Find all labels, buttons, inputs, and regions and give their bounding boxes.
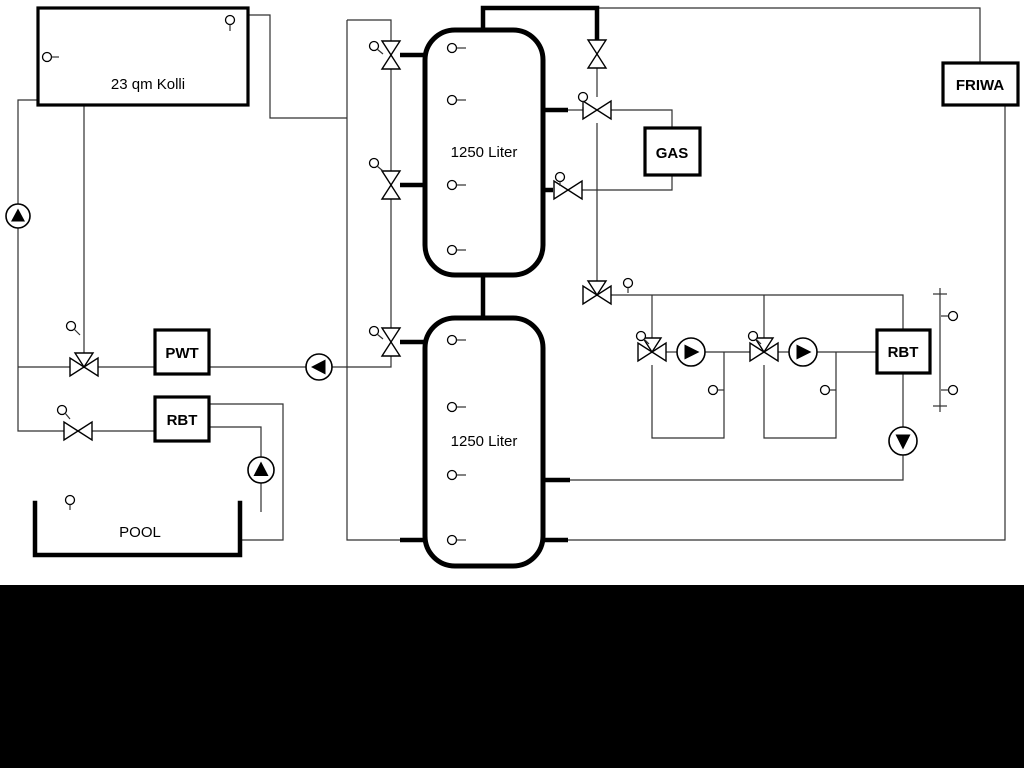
temp-sensor bbox=[707, 384, 724, 396]
buffer-tank-bottom-label: 1250 Liter bbox=[451, 433, 518, 450]
pool-basin: POOL bbox=[32, 500, 243, 558]
three-way-valve-icon bbox=[582, 280, 612, 306]
temp-sensor bbox=[577, 91, 589, 107]
pool-pump-icon bbox=[247, 456, 275, 484]
pwt-box: PWT bbox=[153, 328, 211, 376]
temp-sensor bbox=[819, 384, 836, 396]
dhw-pump-icon bbox=[888, 426, 918, 456]
gas-boiler-box: GAS bbox=[643, 126, 702, 177]
pool-valve-icon bbox=[63, 420, 93, 442]
temp-sensor bbox=[368, 157, 384, 172]
rbt-pool-label: RBT bbox=[167, 412, 198, 429]
temp-sensor bbox=[446, 534, 466, 546]
temp-sensor bbox=[446, 179, 466, 191]
temp-sensor bbox=[56, 404, 71, 420]
temp-sensor bbox=[622, 277, 634, 293]
temp-sensor bbox=[64, 494, 76, 510]
gas-boiler-label: GAS bbox=[656, 145, 689, 162]
boiler-return-valve-icon bbox=[553, 179, 583, 201]
rbt-pool-box: RBT bbox=[153, 395, 211, 443]
pwt-label: PWT bbox=[165, 345, 198, 362]
temp-sensor bbox=[635, 330, 650, 345]
temp-sensor bbox=[368, 325, 384, 340]
heating-pump-1-icon bbox=[676, 337, 706, 367]
charging-valve-top-icon bbox=[380, 40, 402, 70]
letterbox bbox=[0, 585, 1024, 768]
temp-sensor bbox=[224, 14, 236, 31]
buffer-tank-bottom: 1250 Liter bbox=[422, 315, 546, 569]
collector-label: 23 qm Kolli bbox=[111, 76, 185, 93]
temp-sensor bbox=[554, 171, 566, 186]
schematic-svg: 1250 Liter 1250 Liter 23 qm Kolli PWT RB… bbox=[5, 5, 1020, 569]
charging-valve-bottom-icon bbox=[380, 327, 402, 357]
mixer-valve-1-icon bbox=[637, 337, 667, 363]
pipe-network bbox=[17, 7, 1006, 541]
temp-sensor bbox=[446, 401, 466, 413]
friwa-box: FRIWA bbox=[941, 61, 1020, 107]
heating-pump-2-icon bbox=[788, 337, 818, 367]
buffer-tank-top: 1250 Liter bbox=[422, 27, 546, 278]
solar-mixing-valve-icon bbox=[69, 352, 99, 378]
temp-sensor bbox=[446, 94, 466, 106]
shutoff-valve-icon bbox=[586, 39, 608, 69]
boiler-flow-valve-icon bbox=[582, 99, 612, 121]
pool-label: POOL bbox=[119, 524, 161, 541]
temp-sensor bbox=[446, 244, 466, 256]
temp-sensor bbox=[747, 330, 762, 345]
temp-sensor bbox=[41, 51, 59, 63]
rbt-dhw-label: RBT bbox=[888, 344, 919, 361]
buffer-tank-top-label: 1250 Liter bbox=[451, 144, 518, 161]
temp-sensor bbox=[368, 40, 384, 55]
charging-valve-mid-icon bbox=[380, 170, 402, 200]
temp-sensor bbox=[941, 310, 959, 322]
collector-box: 23 qm Kolli bbox=[36, 6, 250, 107]
temp-sensor bbox=[941, 384, 959, 396]
solar-pump-icon bbox=[5, 203, 31, 229]
temp-sensor bbox=[65, 320, 81, 336]
mixer-valve-2-icon bbox=[749, 337, 779, 363]
temp-sensor bbox=[446, 42, 466, 54]
temp-sensor bbox=[446, 469, 466, 481]
pwt-pump-icon bbox=[305, 353, 333, 381]
main-pipes bbox=[400, 5, 600, 543]
temp-sensor bbox=[446, 334, 466, 346]
rbt-dhw-box: RBT bbox=[875, 328, 932, 375]
friwa-label: FRIWA bbox=[956, 77, 1004, 94]
